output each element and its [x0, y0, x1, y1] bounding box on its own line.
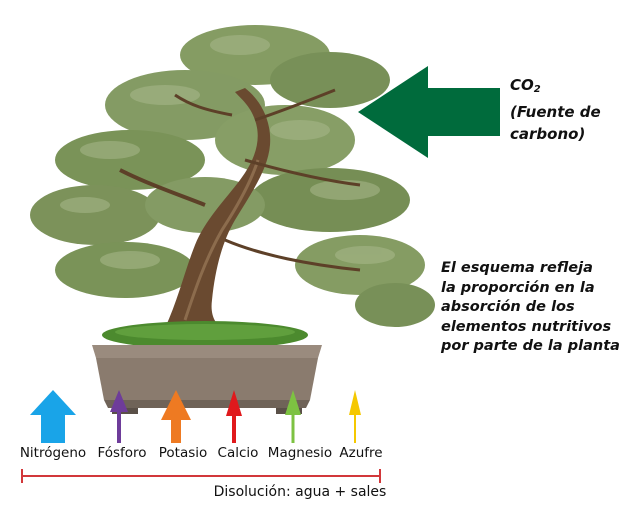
- phosphorus-arrow: [110, 390, 128, 443]
- note-line: por parte de la planta: [441, 338, 619, 354]
- note-line: la proporción en la: [441, 279, 595, 296]
- note-line: absorción de los: [441, 299, 575, 315]
- calcium-arrow: [226, 390, 242, 443]
- co2-arrow: [358, 66, 500, 158]
- magnesium-arrow: [285, 390, 301, 443]
- absorption-note: El esquema refleja la proporción en la a…: [441, 259, 619, 357]
- magnesium-label: Magnesio: [267, 445, 333, 461]
- bonsai-foliage: [30, 25, 435, 327]
- nitrogen-arrow: [30, 390, 76, 443]
- solution-label: Disolución: agua + sales: [213, 484, 387, 500]
- co2-subscript: 2: [533, 84, 541, 95]
- nitrogen-label: Nitrógeno: [19, 445, 87, 461]
- co2-line3: carbono): [510, 125, 586, 143]
- co2-label: CO2 (Fuente de carbono): [510, 74, 610, 145]
- note-line: El esquema refleja: [441, 260, 593, 276]
- phosphorus-label: Fósforo: [97, 445, 147, 461]
- co2-line2: (Fuente de: [510, 103, 601, 121]
- potassium-label: Potasio: [158, 445, 208, 461]
- note-line: elementos nutritivos: [441, 318, 612, 335]
- sulfur-label: Azufre: [339, 445, 383, 461]
- co2-formula: CO: [510, 76, 534, 94]
- solution-baseline: [21, 469, 381, 483]
- sulfur-arrow: [349, 390, 361, 443]
- potassium-arrow: [161, 390, 191, 443]
- bonsai-trunk: [165, 88, 271, 330]
- bonsai-pot: [92, 345, 322, 414]
- calcium-label: Calcio: [217, 445, 259, 461]
